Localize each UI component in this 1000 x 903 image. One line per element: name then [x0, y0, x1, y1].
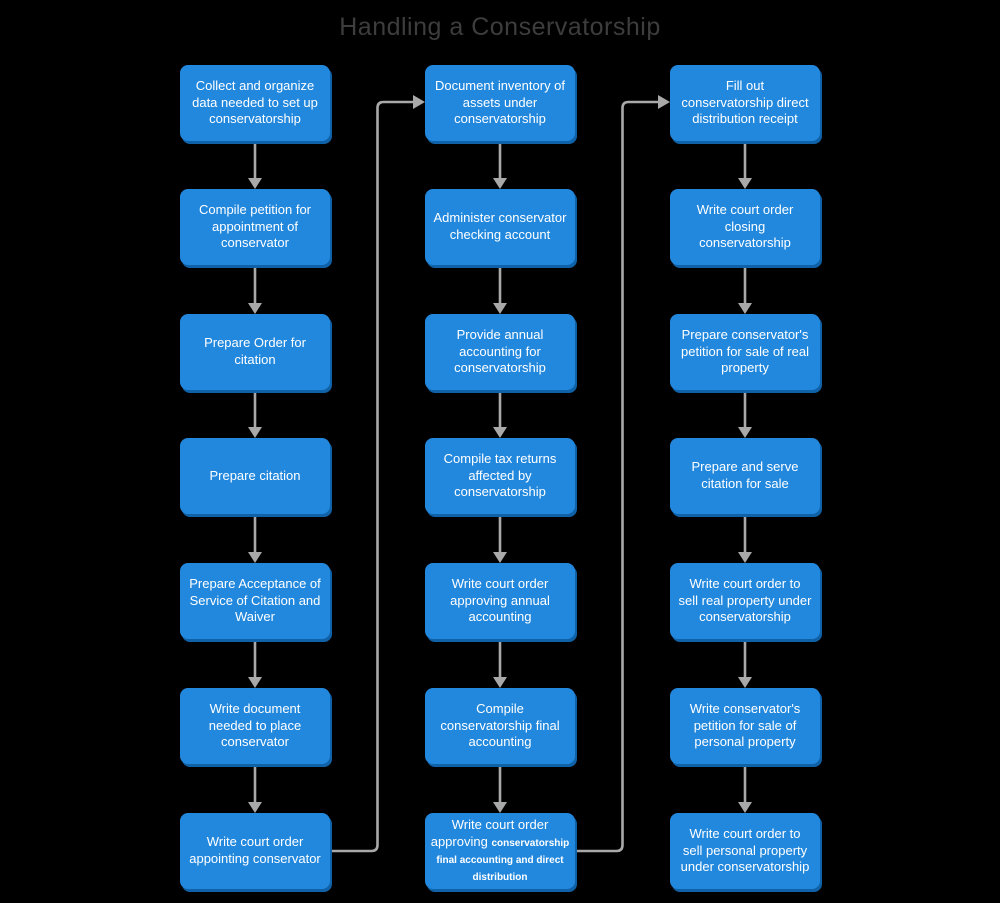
flow-node-label: Prepare Acceptance of Service of Citatio… [189, 575, 321, 625]
flow-node: Write court order approving conservators… [425, 813, 575, 889]
flow-node-label: Compile conservatorship final accounting [440, 700, 560, 750]
flow-node: Prepare conservator's petition for sale … [670, 314, 820, 390]
flow-node-sublabel: conservatorship final accounting and dir… [436, 838, 570, 883]
flow-node: Write court order approving annual accou… [425, 563, 575, 639]
flow-node-label: Prepare Order for citation [204, 335, 306, 367]
flow-node: Write court order appointing conservator [180, 813, 330, 889]
flow-node: Fill out conservatorship direct distribu… [670, 65, 820, 141]
flow-node-label: Prepare and serve citation for sale [691, 459, 799, 491]
flow-node-label: Write court order to sell real property … [678, 575, 812, 625]
flow-node-label: Administer conservator checking account [433, 210, 567, 242]
flow-node-label: Write court order appointing conservator [189, 834, 321, 866]
flow-node-label: Document inventory of assets under conse… [434, 77, 566, 127]
flow-node-label: Write court order approving [430, 817, 549, 850]
flow-node-label: Provide annual accounting for conservato… [454, 326, 546, 376]
flow-node-label: Write court order closing conservatorshi… [696, 201, 794, 251]
flow-node-label: Compile tax returns affected by conserva… [443, 450, 557, 500]
flow-node-label: Write document needed to place conservat… [208, 700, 302, 750]
flow-node: Prepare Acceptance of Service of Citatio… [180, 563, 330, 639]
flow-node: Prepare citation [180, 438, 330, 514]
flow-node-label: Write court order to sell personal prope… [680, 825, 810, 875]
flow-node: Administer conservator checking account [425, 189, 575, 265]
flow-node: Write court order to sell personal prope… [670, 813, 820, 889]
flow-node: Prepare Order for citation [180, 314, 330, 390]
flow-node: Prepare and serve citation for sale [670, 438, 820, 514]
flow-node: Write document needed to place conservat… [180, 688, 330, 764]
flow-node-label: Fill out conservatorship direct distribu… [681, 77, 809, 127]
flow-node: Compile tax returns affected by conserva… [425, 438, 575, 514]
flow-node-label: Prepare conservator's petition for sale … [681, 326, 809, 376]
flow-node: Write court order closing conservatorshi… [670, 189, 820, 265]
flow-node: Compile petition for appointment of cons… [180, 189, 330, 265]
flow-node-label: Write conservator's petition for sale of… [689, 700, 801, 750]
flow-node-label: Compile petition for appointment of cons… [199, 201, 311, 251]
flow-node: Compile conservatorship final accounting [425, 688, 575, 764]
flow-node: Write conservator's petition for sale of… [670, 688, 820, 764]
flow-node: Provide annual accounting for conservato… [425, 314, 575, 390]
flow-node-label: Write court order approving annual accou… [450, 575, 550, 625]
flow-node: Collect and organize data needed to set … [180, 65, 330, 141]
flow-node: Document inventory of assets under conse… [425, 65, 575, 141]
flow-node-label: Collect and organize data needed to set … [192, 77, 318, 127]
flow-node: Write court order to sell real property … [670, 563, 820, 639]
page-title: Handling a Conservatorship [339, 13, 661, 41]
flow-node-label: Prepare citation [209, 467, 301, 483]
